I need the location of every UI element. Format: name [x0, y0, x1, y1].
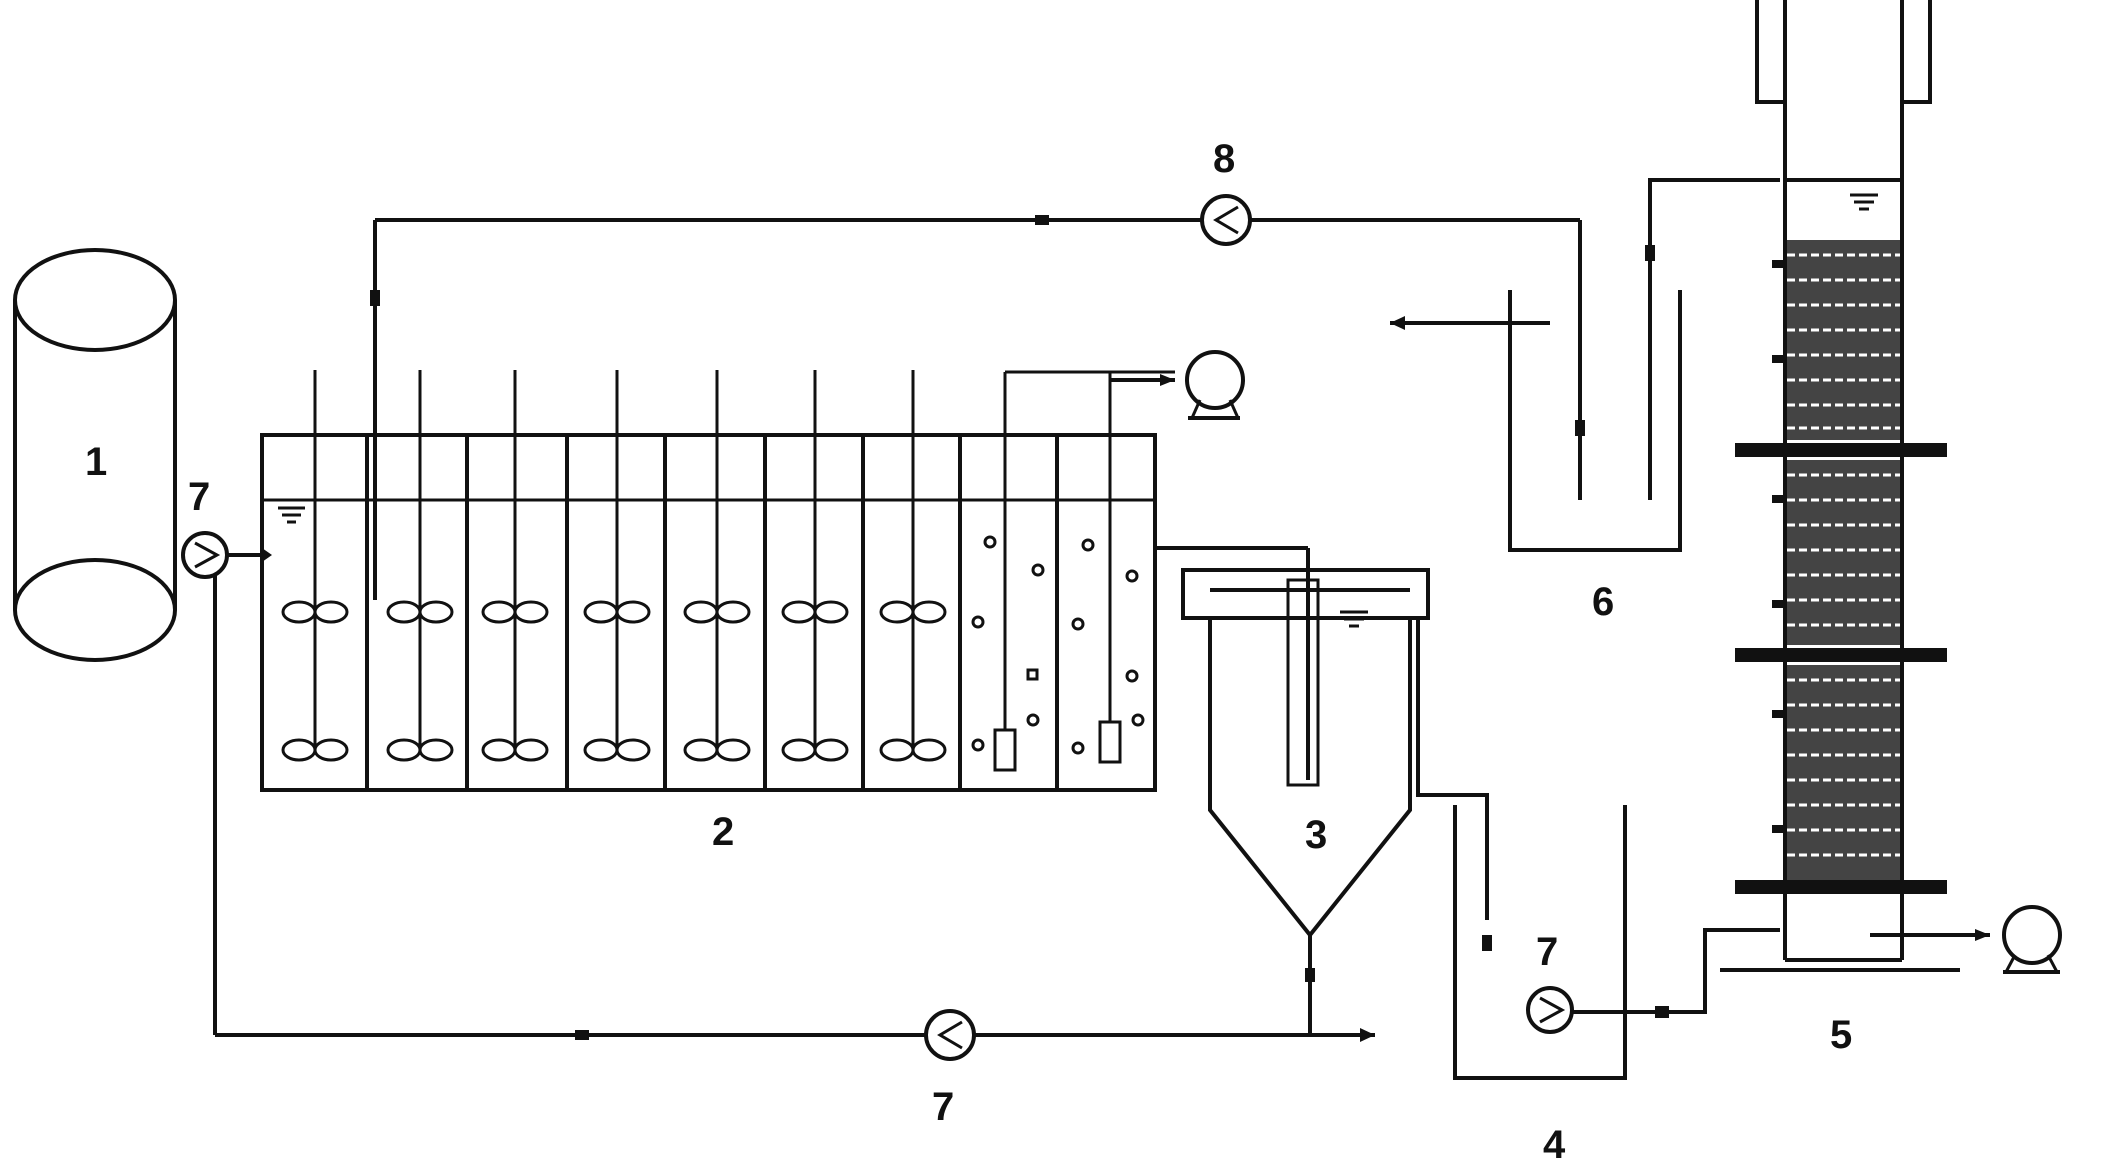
- column-reactor-label: 5: [1830, 1013, 1852, 1057]
- sludge-return-pump: 7: [924, 1009, 976, 1129]
- stirrer-7: [879, 370, 947, 762]
- column-reactor: 5: [1720, 0, 1990, 1057]
- intermediate-tank: 4: [1453, 805, 1627, 1167]
- blower-icon: [2002, 905, 2062, 974]
- a2o-reactor: 2: [260, 370, 1175, 854]
- raw-water-tank: 1: [13, 248, 177, 662]
- water-level-icon: [278, 506, 305, 524]
- stirrer-5: [683, 370, 751, 762]
- water-level-icon: [1340, 610, 1368, 628]
- aeration-diffusers: [993, 370, 1175, 772]
- intermediate-tank-label: 4: [1543, 1123, 1566, 1167]
- feed-pump: 7: [1526, 928, 1780, 1034]
- stirrer-6: [781, 370, 849, 762]
- stirrer-2: [386, 370, 454, 762]
- inlet-pump: 7: [181, 475, 272, 579]
- a2o-reactor-label: 2: [712, 810, 734, 854]
- effluent-tank: 6: [1390, 178, 1780, 624]
- sludge-return-line: [213, 575, 1375, 1042]
- air-bubbles: [971, 535, 1145, 755]
- raw-water-tank-label: 1: [85, 440, 107, 484]
- stirrer-4: [583, 370, 651, 762]
- inlet-pump-label: 7: [188, 475, 210, 519]
- clarifier-label: 3: [1305, 813, 1327, 857]
- reactor-to-clarifier-pipe: [1155, 546, 1310, 780]
- water-level-icon: [1850, 193, 1878, 211]
- feed-pump-label: 7: [1536, 930, 1558, 974]
- packing-media: [1787, 240, 1900, 880]
- stirrer-1: [281, 370, 349, 762]
- clarifier-effluent-pipe: [1416, 618, 1492, 951]
- stirrer-3: [481, 370, 549, 762]
- sludge-return-pump-label: 7: [932, 1085, 954, 1129]
- recycle-pump-label: 8: [1213, 137, 1235, 181]
- recycle-pump: 8: [1200, 137, 1252, 246]
- recycle-line: [370, 215, 1585, 600]
- effluent-tank-label: 6: [1592, 580, 1614, 624]
- clarifier: 3: [1181, 568, 1430, 1035]
- blower-icon: [1185, 350, 1245, 420]
